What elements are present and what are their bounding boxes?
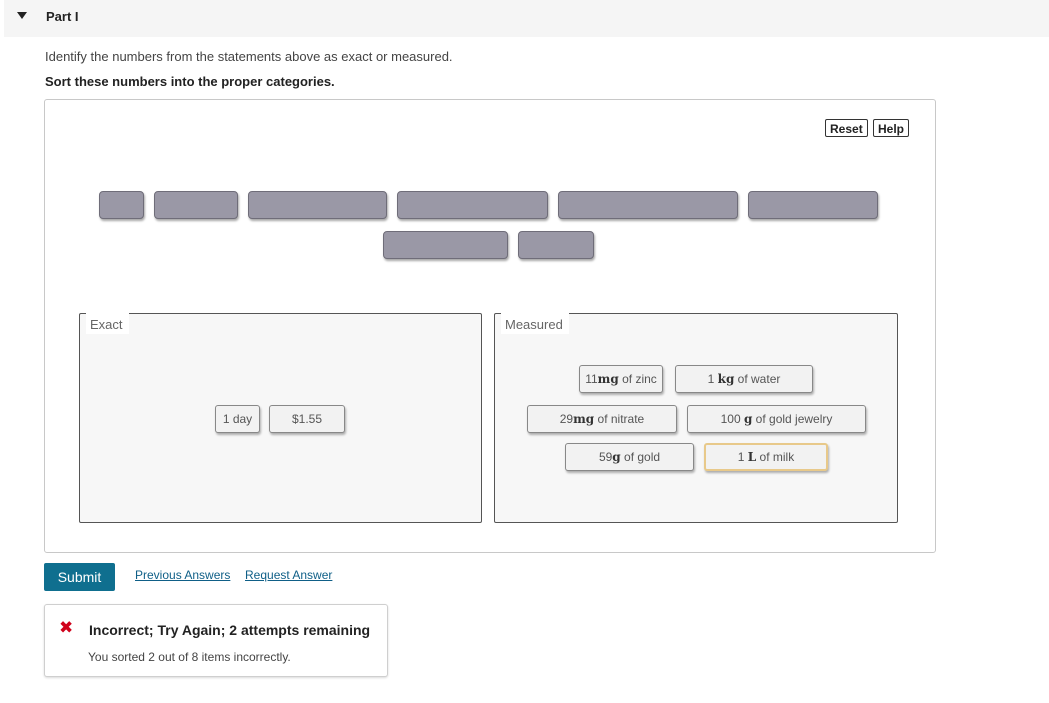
collapse-caret-icon[interactable]	[17, 12, 27, 19]
item-chip-unit: g	[612, 450, 621, 464]
item-chip-unit: mg	[573, 412, 595, 426]
item-chip-number: 1	[737, 450, 748, 464]
item-chip-label: of milk	[756, 450, 795, 464]
incorrect-x-icon: ✖	[59, 618, 74, 637]
empty-slot[interactable]	[154, 191, 238, 219]
item-chip-label: of zinc	[618, 372, 657, 386]
instruction-text: Identify the numbers from the statements…	[45, 49, 453, 64]
instruction-sort: Sort these numbers into the proper categ…	[45, 74, 335, 89]
request-answer-link[interactable]: Request Answer	[245, 568, 333, 582]
empty-slot[interactable]	[248, 191, 387, 219]
item-chip[interactable]: 1 kg of water	[675, 365, 813, 393]
part-title: Part I	[46, 9, 79, 24]
feedback-title: Incorrect; Try Again; 2 attempts remaini…	[89, 622, 371, 638]
item-chip-selected[interactable]: 1 L of milk	[704, 443, 828, 471]
measured-zone-label: Measured	[501, 313, 569, 334]
empty-slot[interactable]	[397, 191, 548, 219]
item-chip-label: of gold	[620, 450, 661, 464]
empty-slot[interactable]	[518, 231, 594, 259]
item-chip-label: of gold jewelry	[752, 412, 833, 426]
item-chip-number: 59	[598, 450, 613, 464]
item-chip-unit: g	[743, 412, 753, 426]
empty-slot[interactable]	[558, 191, 738, 219]
previous-answers-link[interactable]: Previous Answers	[135, 568, 231, 582]
exact-zone-label: Exact	[86, 313, 129, 334]
item-chip[interactable]: 100 g of gold jewelry	[687, 405, 866, 433]
item-chip-unit: kg	[717, 372, 735, 386]
empty-slot[interactable]	[99, 191, 144, 219]
part-header[interactable]: Part I	[4, 0, 1049, 37]
item-chip-number: 1	[707, 372, 718, 386]
item-chip-unit: mg	[597, 372, 619, 386]
submit-button[interactable]: Submit	[44, 563, 115, 591]
item-chip-number: 100	[720, 412, 744, 426]
item-chip-label: of nitrate	[594, 412, 645, 426]
feedback-box: ✖ Incorrect; Try Again; 2 attempts remai…	[44, 604, 388, 677]
item-chip[interactable]: $1.55	[269, 405, 345, 433]
item-chip[interactable]: 29mg of nitrate	[527, 405, 677, 433]
reset-button[interactable]: Reset	[825, 119, 868, 137]
item-chip-unit: L	[747, 450, 757, 464]
empty-slot[interactable]	[383, 231, 508, 259]
item-chip[interactable]: 1 day	[215, 405, 260, 433]
empty-slot[interactable]	[748, 191, 878, 219]
item-chip-label: of water	[734, 372, 781, 386]
item-chip[interactable]: 11mg of zinc	[579, 365, 663, 393]
item-chip-number: 29	[559, 412, 574, 426]
item-chip-number: 11	[585, 372, 598, 386]
feedback-detail: You sorted 2 out of 8 items incorrectly.	[88, 650, 291, 664]
help-button[interactable]: Help	[873, 119, 910, 137]
item-chip[interactable]: 59g of gold	[565, 443, 694, 471]
